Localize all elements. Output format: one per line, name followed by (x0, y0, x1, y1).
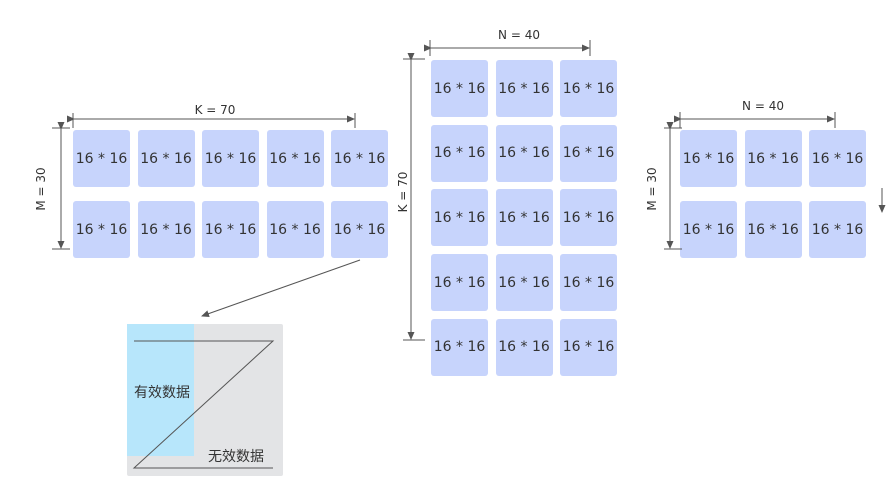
matrix-b-tile: 16 * 16 (431, 60, 488, 117)
matrix-b-tile: 16 * 16 (560, 189, 617, 247)
matrix-a-tile: 16 * 16 (73, 130, 130, 187)
matrix-b-tile: 16 * 16 (495, 318, 553, 376)
matrix-b-tile: 16 * 16 (560, 318, 617, 376)
matrix-a-tile: 16 * 16 (331, 201, 388, 258)
matrix-c-tile: 16 * 16 (680, 201, 737, 258)
matrix-b-n-label: N = 40 (498, 28, 540, 42)
matrix-a-tile: 16 * 16 (73, 201, 130, 258)
matrix-c-tile: 16 * 16 (680, 130, 737, 187)
detail-pointer-arrow (201, 259, 361, 317)
matrix-b-tile: 16 * 16 (495, 254, 553, 312)
matrix-a-tile: 16 * 16 (137, 201, 195, 258)
matrix-b-tile: 16 * 16 (495, 124, 553, 182)
matrix-b-tile: 16 * 16 (560, 124, 617, 182)
matrix-b-tile: 16 * 16 (495, 60, 553, 117)
valid-data-region (127, 324, 194, 456)
matrix-b-tile: 16 * 16 (431, 124, 488, 182)
matrix-a-tile: 16 * 16 (202, 130, 259, 187)
z-order-path (132, 340, 275, 469)
matrix-c-tile: 16 * 16 (809, 201, 866, 258)
matrix-a-tile: 16 * 16 (331, 130, 388, 187)
matrix-a-tile: 16 * 16 (202, 201, 259, 258)
matrix-b-tile: 16 * 16 (431, 254, 488, 312)
matrix-b-tile: 16 * 16 (560, 60, 617, 117)
matrix-c-tile: 16 * 16 (744, 201, 802, 258)
matrix-a-tile: 16 * 16 (266, 201, 324, 258)
matrix-c-n-label: N = 40 (742, 99, 784, 113)
matrix-c-tile: 16 * 16 (744, 130, 802, 187)
matrix-c-tile: 16 * 16 (809, 130, 866, 187)
matrix-b-tile: 16 * 16 (431, 318, 488, 376)
valid-data-label: 有效数据 (134, 385, 190, 401)
invalid-data-label: 无效数据 (208, 449, 264, 465)
matrix-a-tile: 16 * 16 (137, 130, 195, 187)
matrix-a-tile: 16 * 16 (266, 130, 324, 187)
matrix-b-tile: 16 * 16 (431, 189, 488, 247)
matrix-a-k-label: K = 70 (194, 103, 236, 117)
matrix-b-tile: 16 * 16 (495, 189, 553, 247)
matrix-b-tile: 16 * 16 (560, 254, 617, 312)
